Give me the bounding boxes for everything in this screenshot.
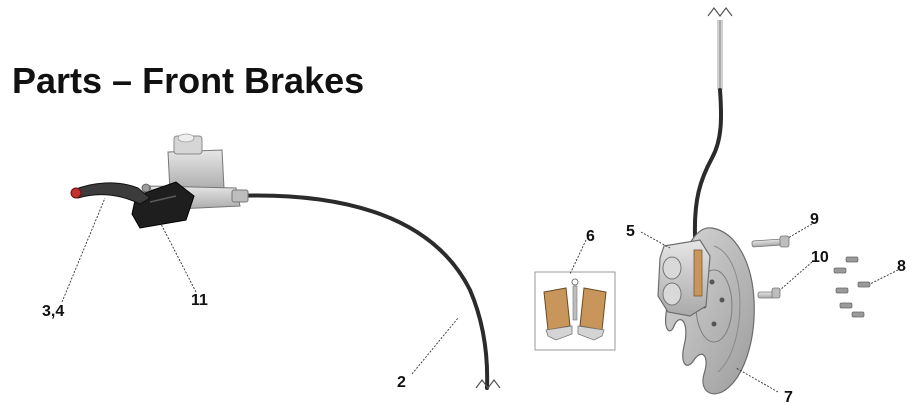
callout-8: 8 [897, 258, 906, 275]
brake-caliper [657, 239, 711, 317]
page-title: Parts – Front Brakes [12, 60, 365, 101]
master-cylinder-assembly [70, 133, 249, 229]
brake-lever [73, 182, 151, 205]
callout-11: 11 [191, 292, 208, 309]
callout-10: 10 [811, 249, 829, 266]
caliper-bolt-short [757, 287, 781, 299]
disc-screws [833, 256, 871, 318]
brake-pads-set [534, 271, 616, 351]
callout-7: 7 [784, 389, 793, 405]
callout-5: 5 [626, 223, 635, 240]
upper-brake-hose [692, 7, 733, 238]
callout-3-4: 3,4 [42, 303, 64, 320]
master-cylinder-cover [131, 181, 195, 229]
callout-9: 9 [810, 211, 819, 228]
leader-lines [61, 197, 899, 393]
caliper-bolt-long [751, 235, 790, 248]
break-symbol-icon [475, 379, 501, 389]
brake-line [230, 193, 501, 390]
callout-2: 2 [397, 374, 406, 391]
break-symbol-icon [707, 7, 733, 17]
lever-tip-icon [70, 187, 82, 199]
callout-6: 6 [586, 228, 595, 245]
